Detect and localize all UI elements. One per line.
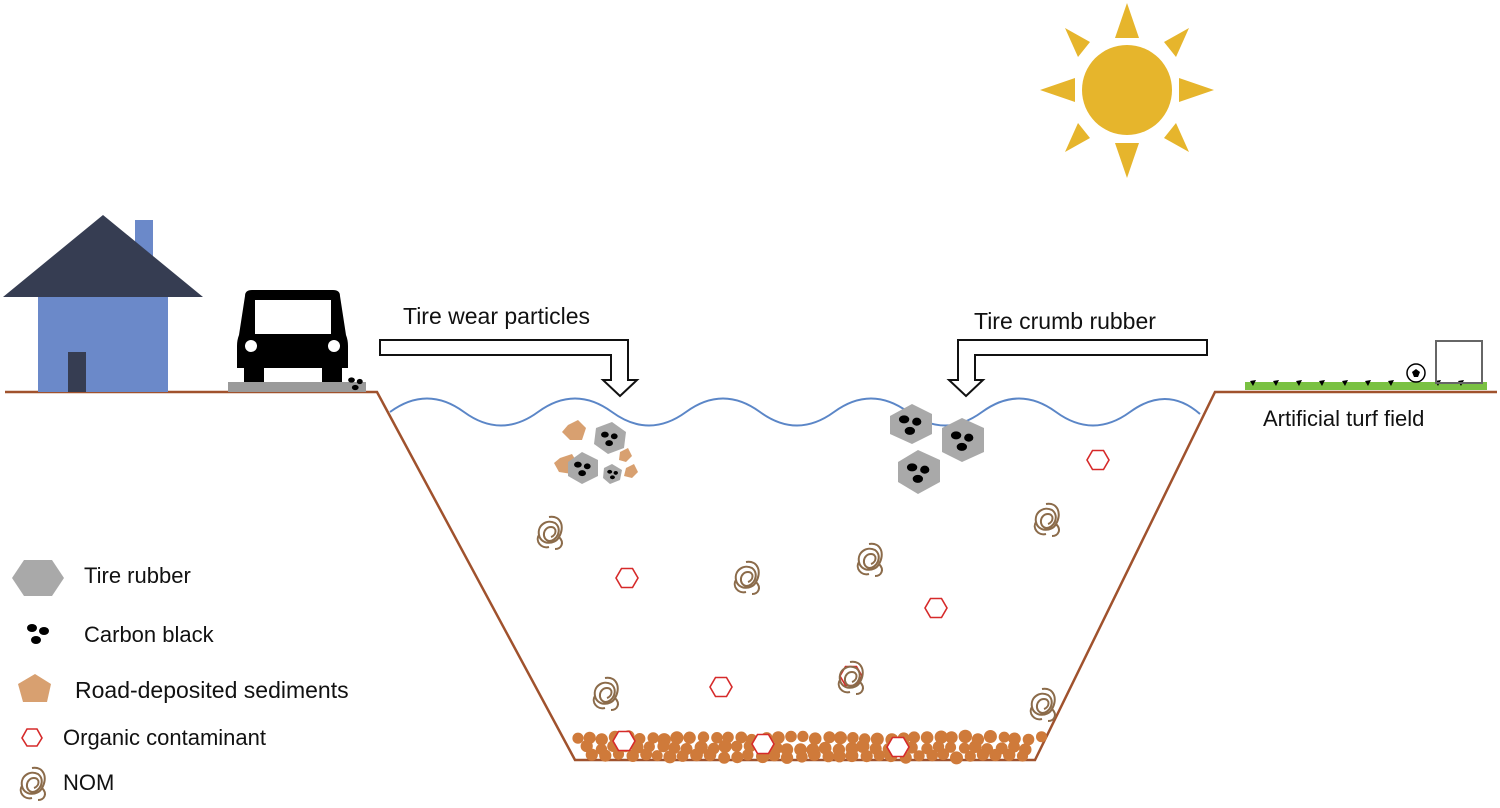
sediment-particle xyxy=(670,731,684,745)
goal-icon xyxy=(1435,340,1483,384)
sediment-particle xyxy=(958,742,970,754)
sediment-particle xyxy=(1036,731,1047,743)
sediment-particle xyxy=(1003,748,1016,762)
sediment-particle xyxy=(834,731,847,745)
sediment-particle xyxy=(860,750,873,763)
sediment-particle xyxy=(711,732,723,744)
sediment-particle xyxy=(771,731,785,744)
sediment-particle xyxy=(998,731,1010,743)
sediment-particle xyxy=(913,750,925,762)
sediment-particle xyxy=(683,731,696,744)
sediment-particle xyxy=(595,733,608,746)
legend-tire-rubber-label: Tire rubber xyxy=(84,563,191,588)
organic-contaminant-in-sediment xyxy=(612,730,636,752)
sediment-particle xyxy=(968,740,982,753)
sediment-particle xyxy=(796,751,808,763)
sediment-particle xyxy=(983,730,997,743)
sediment-particle xyxy=(647,732,659,744)
sediment-particle xyxy=(731,740,743,752)
sediment-particle xyxy=(920,731,934,744)
sediment-particle xyxy=(937,748,950,761)
sediment-particle xyxy=(964,750,976,762)
sediment-particle xyxy=(845,749,859,763)
road-sediment-icon xyxy=(18,674,51,702)
turf-field xyxy=(1245,380,1487,390)
water-surface xyxy=(389,397,1201,427)
soccer-ball-icon xyxy=(1406,363,1426,383)
nom-icon xyxy=(19,766,46,801)
tire-wear-particle-cluster xyxy=(554,420,638,484)
car-icon xyxy=(228,290,366,392)
tire-wear-particles-label: Tire wear particles xyxy=(403,303,591,329)
sediment-particle xyxy=(572,732,584,744)
sediment-particle xyxy=(847,732,859,744)
carbon-black-icon xyxy=(27,624,49,644)
sediment-particle xyxy=(945,731,958,744)
organic-contaminant-in-sediment xyxy=(751,733,775,755)
tire-crumb-arrow xyxy=(946,339,1208,398)
sediment-particle xyxy=(718,739,732,753)
sediment-particle xyxy=(976,748,990,761)
sediment-particle xyxy=(1022,733,1035,746)
artificial-turf-label: Artificial turf field xyxy=(1263,406,1425,431)
legend-nom-label: NOM xyxy=(63,770,115,795)
sediment-particle xyxy=(626,749,639,762)
sediment-particle xyxy=(934,730,948,744)
sediment-particle xyxy=(823,731,836,744)
sediment-particle xyxy=(651,750,663,762)
sediment-particle xyxy=(718,751,731,764)
legend-organic-contaminant-label: Organic contaminant xyxy=(63,725,266,750)
sediment-particle xyxy=(908,731,920,744)
sediment-particle xyxy=(950,751,963,765)
sediment-particle xyxy=(1016,750,1029,762)
sediment-particle xyxy=(989,748,1002,762)
sediment-particle xyxy=(585,748,598,761)
sediment-particle xyxy=(640,748,653,761)
sediment-particle xyxy=(731,751,744,764)
sediment-particle xyxy=(945,741,957,753)
ground-outline xyxy=(5,390,1497,762)
sediment-particle xyxy=(612,748,625,760)
sediment-particle xyxy=(663,750,677,764)
sediment-particle xyxy=(808,732,822,745)
sediment-particle xyxy=(905,741,918,754)
sediment-particle xyxy=(780,751,794,764)
organic-contaminant-icon xyxy=(21,728,43,747)
sediment-particle xyxy=(768,749,781,762)
sediment-particle xyxy=(657,740,670,753)
legend-road-sediments-label: Road-deposited sediments xyxy=(75,677,349,703)
sediment-particle xyxy=(797,730,809,743)
sediment-particle xyxy=(742,749,754,761)
sediment-particle xyxy=(807,748,821,761)
sediment-particle xyxy=(833,750,846,763)
sediment-particle xyxy=(958,729,972,744)
sediment-particle xyxy=(926,749,938,762)
sediment-particle xyxy=(873,749,885,762)
sediment-particle xyxy=(690,748,703,762)
legend-carbon-black-label: Carbon black xyxy=(84,622,214,647)
organic-contaminant-in-sediment xyxy=(886,736,910,758)
tire-wear-arrow xyxy=(379,339,640,398)
tire-rubber-icon xyxy=(12,560,64,596)
sediment-particle xyxy=(856,739,870,753)
sediment-particle xyxy=(697,731,710,743)
sediment-particle xyxy=(676,750,689,762)
tire-crumb-rubber-label: Tire crumb rubber xyxy=(974,308,1156,334)
sediment-particle xyxy=(599,749,612,762)
sediment-particle xyxy=(703,748,717,762)
sediment-particle xyxy=(785,730,797,743)
sun-icon xyxy=(1040,3,1214,178)
sediment-particle xyxy=(870,732,884,746)
sediment-particle xyxy=(822,750,835,763)
house-icon xyxy=(3,215,203,392)
sediment-particle xyxy=(735,731,748,744)
nom-markers xyxy=(536,502,1060,722)
bottom-sediment-layer xyxy=(572,729,1047,765)
legend xyxy=(12,560,64,801)
tire-crumb-particle-cluster xyxy=(890,404,984,494)
